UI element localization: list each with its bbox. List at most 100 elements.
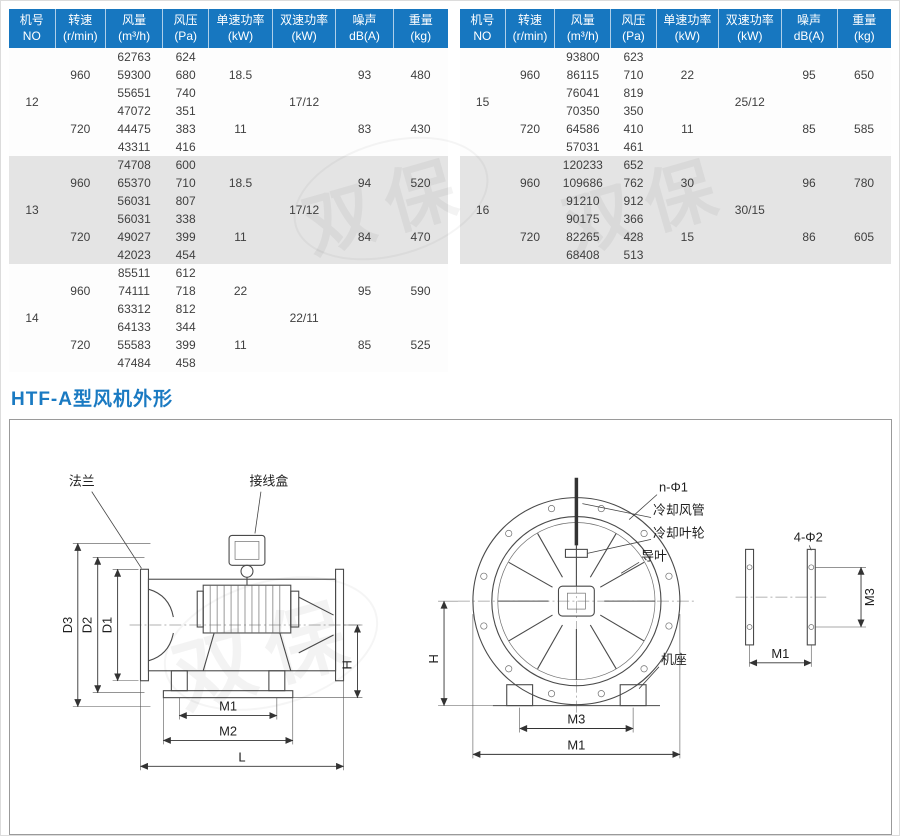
machine-no-cell: 13 [9,156,56,265]
flange-plate [745,549,755,646]
pressure-cell: 454 [162,246,209,265]
dim-m2-side: M2 [219,724,237,739]
motor-endcap [196,590,204,628]
noise-cell: 84 [335,210,394,265]
airflow-cell: 91210 [554,192,611,211]
junction-box-lid [234,541,260,560]
dim-d3: D3 [60,617,75,634]
column-header: 双速功率 (kW) [271,9,336,49]
airflow-cell: 47072 [105,102,163,121]
dim-l-side: L [238,750,245,765]
airflow-cell: 47484 [105,354,163,373]
rpm-cell: 720 [55,318,106,373]
dual-power-cell: 30/15 [718,156,782,265]
pressure-cell: 807 [162,192,209,211]
pressure-cell: 718 [162,282,209,301]
base-label: 机座 [661,652,687,667]
pressure-cell: 710 [610,66,657,85]
pressure-cell: 623 [610,48,657,67]
dual-power-cell: 22/11 [272,264,336,373]
bolt-holes [480,505,673,698]
weight-cell: 585 [837,102,891,157]
airflow-cell: 76041 [554,84,611,103]
pressure-cell: 600 [162,156,209,175]
weight-cell: 605 [837,210,891,265]
single-power-cell: 22 [656,48,719,103]
weight-cell: 520 [393,156,448,211]
airflow-cell: 86115 [554,66,611,85]
pressure-cell: 513 [610,246,657,265]
rpm-cell: 720 [55,210,106,265]
weight-cell: 430 [393,102,448,157]
pressure-cell: 612 [162,264,209,283]
single-power-cell: 18.5 [208,48,273,103]
column-header: 单速功率 (kW) [208,9,273,49]
section-title: HTF-A型风机外形 [11,389,173,411]
dim-d1: D1 [100,617,115,634]
dual-power-cell: 25/12 [718,48,782,157]
column-header: 噪声 dB(A) [780,9,838,49]
single-power-cell: 11 [656,102,719,157]
rpm-cell: 960 [55,156,106,211]
cable-gland [240,564,254,578]
pressure-cell: 410 [610,120,657,139]
dim-m3-detail: M3 [862,588,877,606]
airflow-cell: 65370 [105,174,163,193]
airflow-cell: 55651 [105,84,163,103]
noise-cell: 85 [781,102,838,157]
side-view: 法兰 接线盒 D1 D2 D3 H [60,474,363,771]
airflow-cell: 57031 [554,138,611,157]
pressure-cell: 366 [610,210,657,229]
pressure-cell: 912 [610,192,657,211]
pressure-cell: 344 [162,318,209,337]
hub-shaft [567,593,586,610]
column-header: 机号NO [9,9,56,49]
airflow-cell: 64586 [554,120,611,139]
dim-h-front: H [426,654,441,663]
base-plate [162,690,294,699]
noise-cell: 83 [335,102,394,157]
junction-box [228,535,266,567]
column-header: 单速功率 (kW) [655,9,719,49]
airflow-cell: 42023 [105,246,163,265]
weight-cell: 780 [837,156,891,211]
mount-foot [170,670,188,692]
column-header: 风量 (m³/h) [554,9,611,49]
column-header: 风压 (Pa) [162,9,209,49]
inlet-bellmouth [148,633,174,662]
noise-cell: 96 [781,156,838,211]
dim-m3-front: M3 [567,712,585,727]
airflow-cell: 63312 [105,300,163,319]
weight-cell: 470 [393,210,448,265]
pressure-cell: 399 [162,336,209,355]
airflow-cell: 74111 [105,282,163,301]
pressure-cell: 461 [610,138,657,157]
rpm-cell: 720 [505,102,555,157]
dual-power-cell: 17/12 [272,156,336,265]
column-header: 风压 (Pa) [610,9,657,49]
column-header: 噪声 dB(A) [335,9,394,49]
dim-m1-side: M1 [219,699,237,714]
airflow-cell: 49027 [105,228,163,247]
pressure-cell: 458 [162,354,209,373]
rpm-cell: 960 [505,48,555,103]
machine-no-cell: 15 [459,48,506,157]
motor-body [202,584,292,634]
